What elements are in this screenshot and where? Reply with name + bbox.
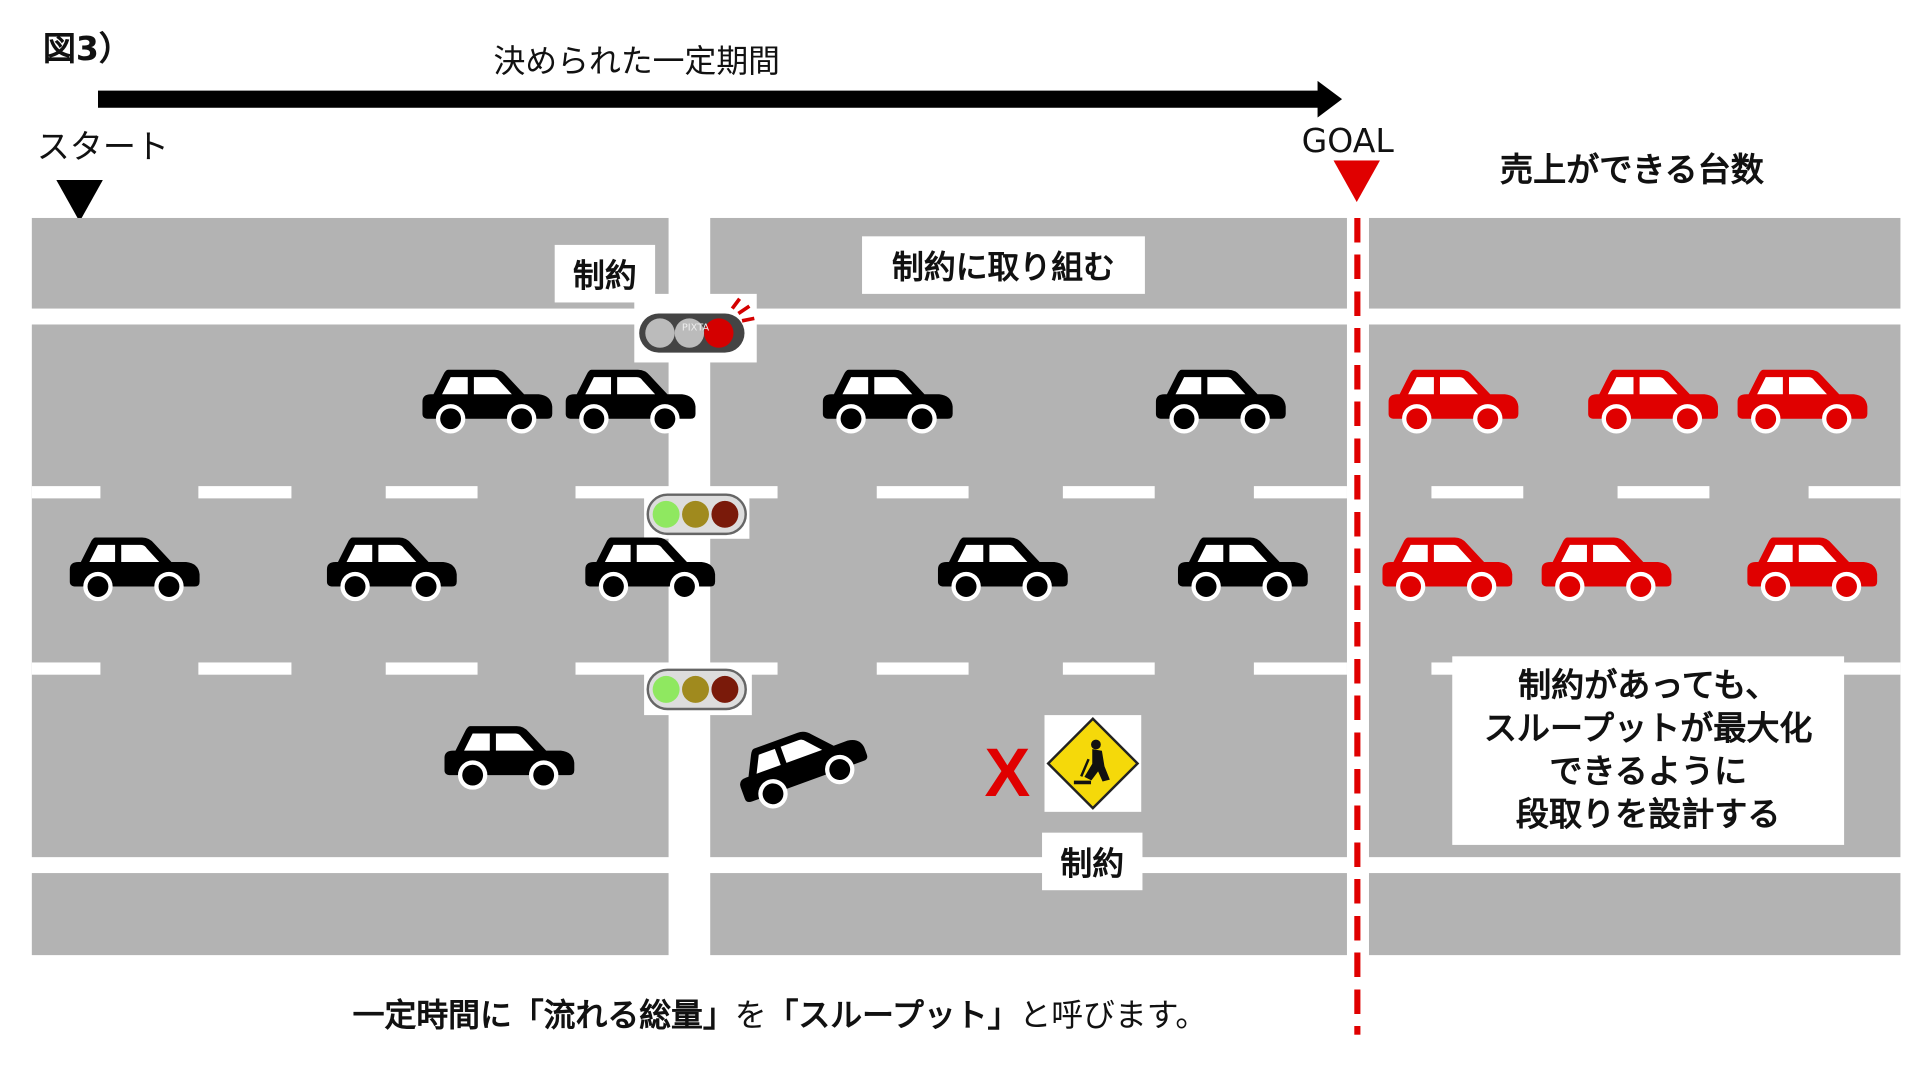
blocked-mark: X bbox=[984, 733, 1031, 811]
design-note-line: 制約があっても、 bbox=[1518, 667, 1779, 706]
car-icon bbox=[69, 533, 201, 602]
car-icon bbox=[1155, 365, 1287, 434]
car-icon bbox=[421, 365, 553, 434]
caption: 一定時間に「流れる総量」を「スループット」と呼びます。 bbox=[353, 991, 1208, 1036]
car-icon bbox=[1177, 533, 1309, 602]
period-label: 決められた一定期間 bbox=[493, 44, 781, 81]
car-icon bbox=[564, 365, 696, 434]
goal-label: GOAL bbox=[1301, 122, 1394, 161]
sold-car-icon bbox=[1387, 365, 1519, 434]
goal-line bbox=[1354, 217, 1361, 1035]
caption-part: 「スループット」 bbox=[766, 997, 1020, 1035]
goal-marker-icon bbox=[1333, 160, 1381, 207]
sold-car-icon bbox=[1381, 533, 1513, 602]
design-note-line: 段取りを設計する bbox=[1515, 795, 1781, 834]
start-marker-icon bbox=[56, 180, 103, 227]
traffic-light-red-icon: PIXTA bbox=[634, 293, 757, 363]
car-icon bbox=[443, 721, 575, 790]
sold-car-icon bbox=[1587, 365, 1719, 434]
caption-part: 一定時間に「流れる総量」 bbox=[352, 997, 735, 1035]
car-icon bbox=[822, 365, 954, 434]
constraint-label-bottom: 制約 bbox=[1042, 832, 1143, 891]
caption-part: を bbox=[734, 997, 767, 1035]
caption-part: と呼びます。 bbox=[1019, 997, 1208, 1035]
construction-sign-icon bbox=[1044, 715, 1142, 812]
constraint-work-label: 制約に取り組む bbox=[862, 236, 1145, 294]
car-icon bbox=[584, 533, 716, 602]
design-note-line: できるように bbox=[1549, 753, 1748, 792]
design-note: 制約があっても、 スループットが最大化 できるように 段取りを設計する bbox=[1452, 656, 1845, 845]
car-icon bbox=[326, 533, 458, 602]
traffic-light-green-icon bbox=[644, 664, 752, 716]
sold-car-icon bbox=[1746, 533, 1878, 602]
constraint-label-top: 制約 bbox=[554, 244, 656, 303]
traffic-light-green-icon bbox=[644, 489, 750, 539]
sold-car-icon bbox=[1736, 365, 1868, 434]
figure-label: 図3） bbox=[42, 30, 132, 69]
sales-heading: 売上ができる台数 bbox=[1500, 151, 1764, 190]
sold-car-icon bbox=[1540, 533, 1672, 602]
watermark: PIXTA bbox=[682, 323, 710, 334]
start-label: スタート bbox=[36, 128, 169, 167]
timeline-arrow bbox=[97, 80, 1345, 118]
car-icon bbox=[937, 533, 1069, 602]
design-note-line: スループットが最大化 bbox=[1483, 710, 1813, 749]
